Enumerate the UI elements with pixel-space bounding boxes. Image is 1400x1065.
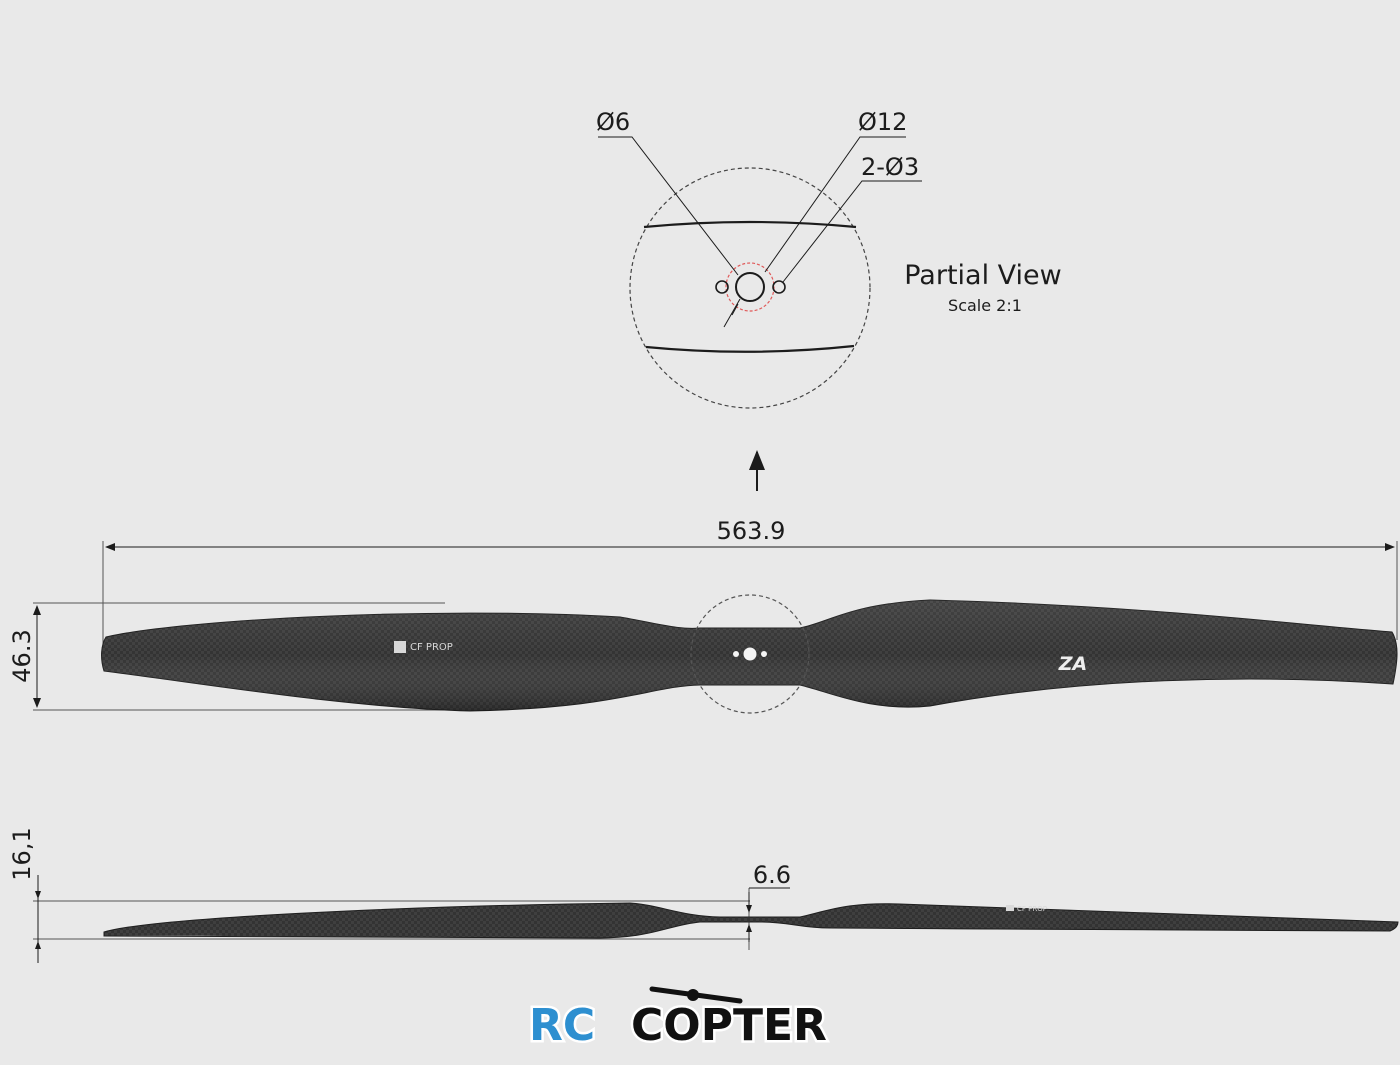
series-mark: ZA xyxy=(1058,653,1087,675)
side-brand-icon xyxy=(1006,905,1014,911)
label-d12: Ø12 xyxy=(858,108,907,136)
hub-hole xyxy=(743,647,757,661)
hub-detail-circle xyxy=(690,594,810,714)
mount-hole-right xyxy=(772,280,786,294)
leader-2d3 xyxy=(782,180,922,283)
hub-hole-left xyxy=(733,651,739,657)
height-label: 16,1 xyxy=(8,827,36,880)
watermark-rc: RC xyxy=(529,1000,595,1051)
label-d6: Ø6 xyxy=(596,108,630,136)
watermark-copter: COPTER xyxy=(631,1000,827,1051)
top-view: 563.9 46.3 CF PROP ZA xyxy=(8,517,1398,714)
detail-blade-edge-top xyxy=(643,220,857,229)
mount-hole-left xyxy=(715,280,729,294)
partial-view-scale: Scale 2:1 xyxy=(948,296,1022,315)
brand-logo-icon xyxy=(394,641,406,653)
center-hole xyxy=(735,272,765,302)
hub-ring xyxy=(725,262,775,312)
leader-d12 xyxy=(764,136,906,273)
detail-blade-edge-bottom xyxy=(645,344,855,353)
hub-hole-right xyxy=(761,651,767,657)
rotor-hub-icon xyxy=(687,989,699,1001)
brand-mark-top: CF PROP xyxy=(410,642,453,653)
leader-d6 xyxy=(598,136,739,276)
side-brand-mark: CF PROP xyxy=(1017,905,1047,913)
leader-d12-tail xyxy=(731,303,739,316)
label-2d3: 2-Ø3 xyxy=(861,153,919,181)
length-label: 563.9 xyxy=(717,517,786,545)
partial-view-title: Partial View xyxy=(904,260,1062,291)
hub-thickness-label: 6.6 xyxy=(753,861,791,889)
detail-circle xyxy=(629,167,871,409)
side-view: 16,1 6.6 CF PROP xyxy=(8,827,1399,963)
leader-d6-tail xyxy=(723,298,741,328)
width-label: 46.3 xyxy=(8,629,36,682)
partial-view: Ø6 Ø12 2-Ø3 Partial View Scale 2:1 xyxy=(596,108,1062,409)
blade-side xyxy=(103,902,1399,939)
rc-copter-watermark: RC COPTER xyxy=(527,986,829,1054)
